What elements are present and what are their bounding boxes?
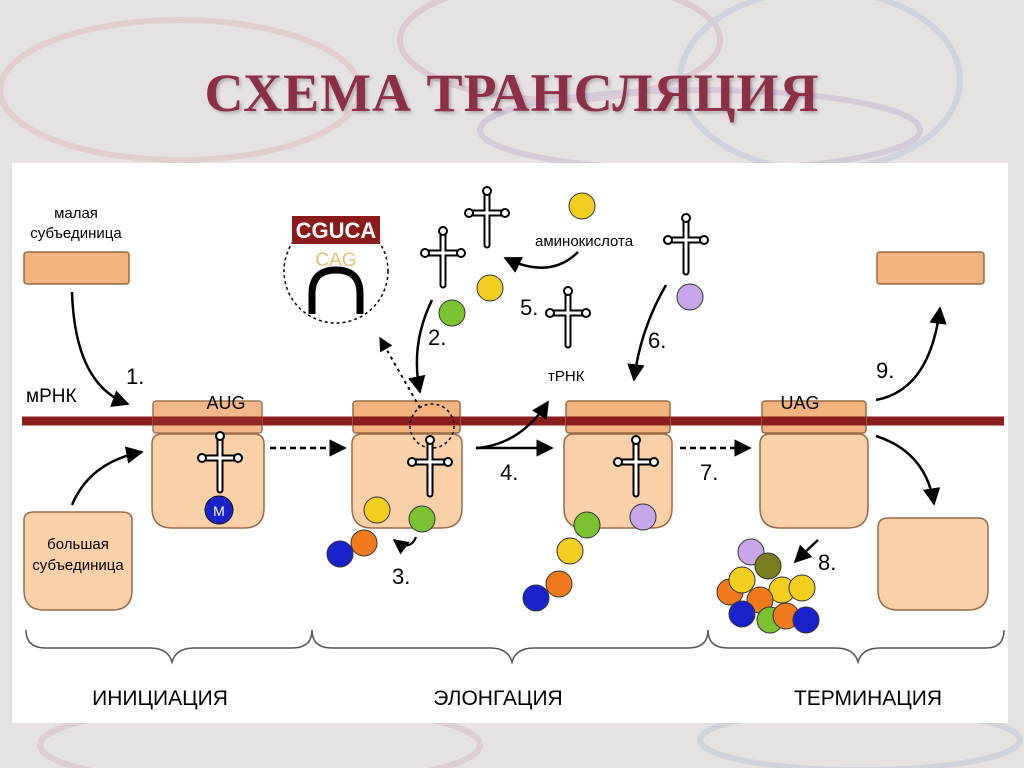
codon-zoom-text: CGUCA — [296, 218, 377, 243]
arrow-step-1 — [70, 291, 130, 407]
phase-elongation: ЭЛОНГАЦИЯ — [433, 687, 562, 710]
amino-acid-green — [573, 511, 601, 539]
amino-acid-blue — [326, 540, 354, 568]
mrna-label: мРНК — [26, 386, 77, 407]
met-label: M — [213, 503, 225, 519]
brace-elongation — [311, 629, 709, 665]
met-amino-acid — [204, 495, 234, 525]
small-subunit-released — [876, 251, 985, 285]
trna-icon — [421, 227, 465, 285]
step-4-label: 4. — [500, 460, 518, 485]
small-subunit-label-1: малая — [54, 205, 98, 222]
arrow-step-2 — [408, 299, 434, 394]
arrow-step-6 — [627, 284, 668, 382]
step-9-label: 9. — [876, 358, 894, 383]
amino-acid-yellow — [363, 496, 391, 524]
arrow-step-9 — [875, 306, 947, 402]
arrow-step-3 — [392, 536, 418, 555]
step-7-label: 7. — [700, 460, 718, 485]
amino-acid-orange — [545, 570, 573, 598]
stop-codon-label: UAG — [780, 393, 819, 413]
amino-acid-lilac — [676, 283, 704, 311]
phase-termination: ТЕРМИНАЦИЯ — [794, 687, 942, 710]
amino-acid-lilac — [629, 503, 657, 531]
trna-label: тРНК — [548, 368, 585, 385]
small-subunit-free — [23, 251, 130, 285]
start-codon-label: AUG — [206, 393, 245, 413]
arrow-large-to-ribosome — [70, 446, 144, 506]
brace-termination — [707, 629, 1005, 665]
trna-icon — [465, 187, 509, 245]
brace-initiation — [25, 629, 313, 665]
anticodon-zoom-text: CAG — [315, 250, 356, 271]
step-2-label: 2. — [428, 325, 446, 350]
anticodon-loop — [308, 266, 364, 314]
phase-initiation: ИНИЦИАЦИЯ — [92, 687, 228, 710]
large-subunit-label-1: большая — [47, 536, 109, 553]
amino-acid-yellow — [556, 537, 584, 565]
arrow-large-release — [875, 434, 941, 506]
step-5-label: 5. — [520, 295, 538, 320]
arrow-amino-acid — [503, 251, 579, 273]
amino-acid-yellow — [568, 192, 596, 220]
large-subunit-released — [877, 517, 989, 611]
codon-zoom-box — [292, 216, 380, 244]
arrow-step-8 — [793, 539, 819, 564]
released-protein — [716, 538, 820, 634]
amino-acid-green — [408, 505, 436, 533]
amino-acid-green — [438, 299, 466, 327]
amino-acid-yellow — [476, 274, 504, 302]
trna-icon — [546, 287, 590, 345]
slide-title: СХЕМА ТРАНСЛЯЦИЯ — [204, 63, 820, 123]
amino-acid-blue — [522, 584, 550, 612]
arrow-zoom — [379, 336, 421, 409]
step-3-label: 3. — [392, 564, 410, 589]
zoom-area-marker — [409, 403, 455, 449]
large-subunit-label-2: субъединица — [32, 557, 124, 574]
trna-icon — [664, 214, 708, 272]
amino-acid-orange — [350, 529, 378, 557]
ribosome-4-large — [759, 433, 869, 529]
step-8-label: 8. — [818, 550, 836, 575]
step-1-label: 1. — [126, 364, 144, 389]
amino-acid-label: аминокислота — [535, 233, 634, 250]
step-6-label: 6. — [648, 328, 666, 353]
small-subunit-label-2: субъединица — [30, 225, 122, 242]
large-subunit-free — [23, 511, 133, 611]
